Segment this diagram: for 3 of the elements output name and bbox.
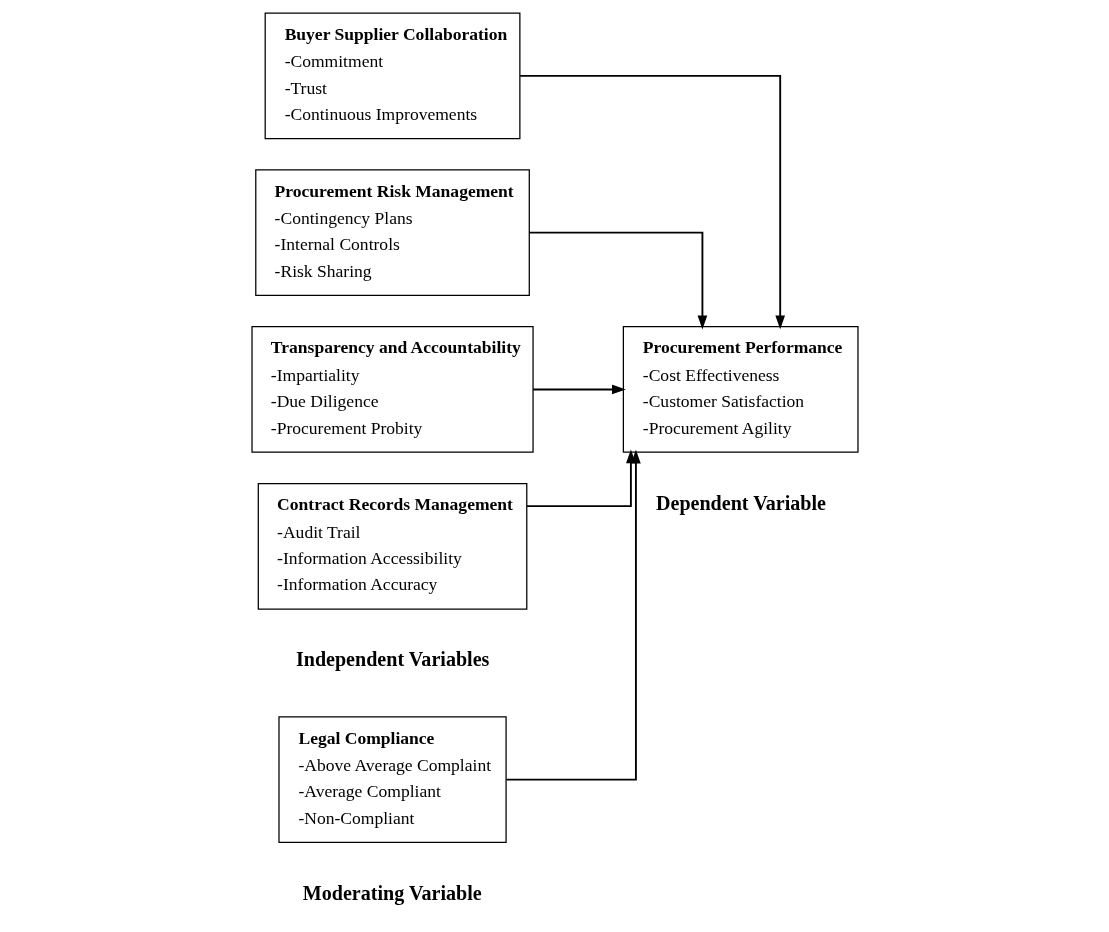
label: Dependent Variable — [655, 491, 826, 514]
label: Moderating Variable — [302, 881, 482, 904]
label: Independent Variables — [295, 648, 489, 671]
